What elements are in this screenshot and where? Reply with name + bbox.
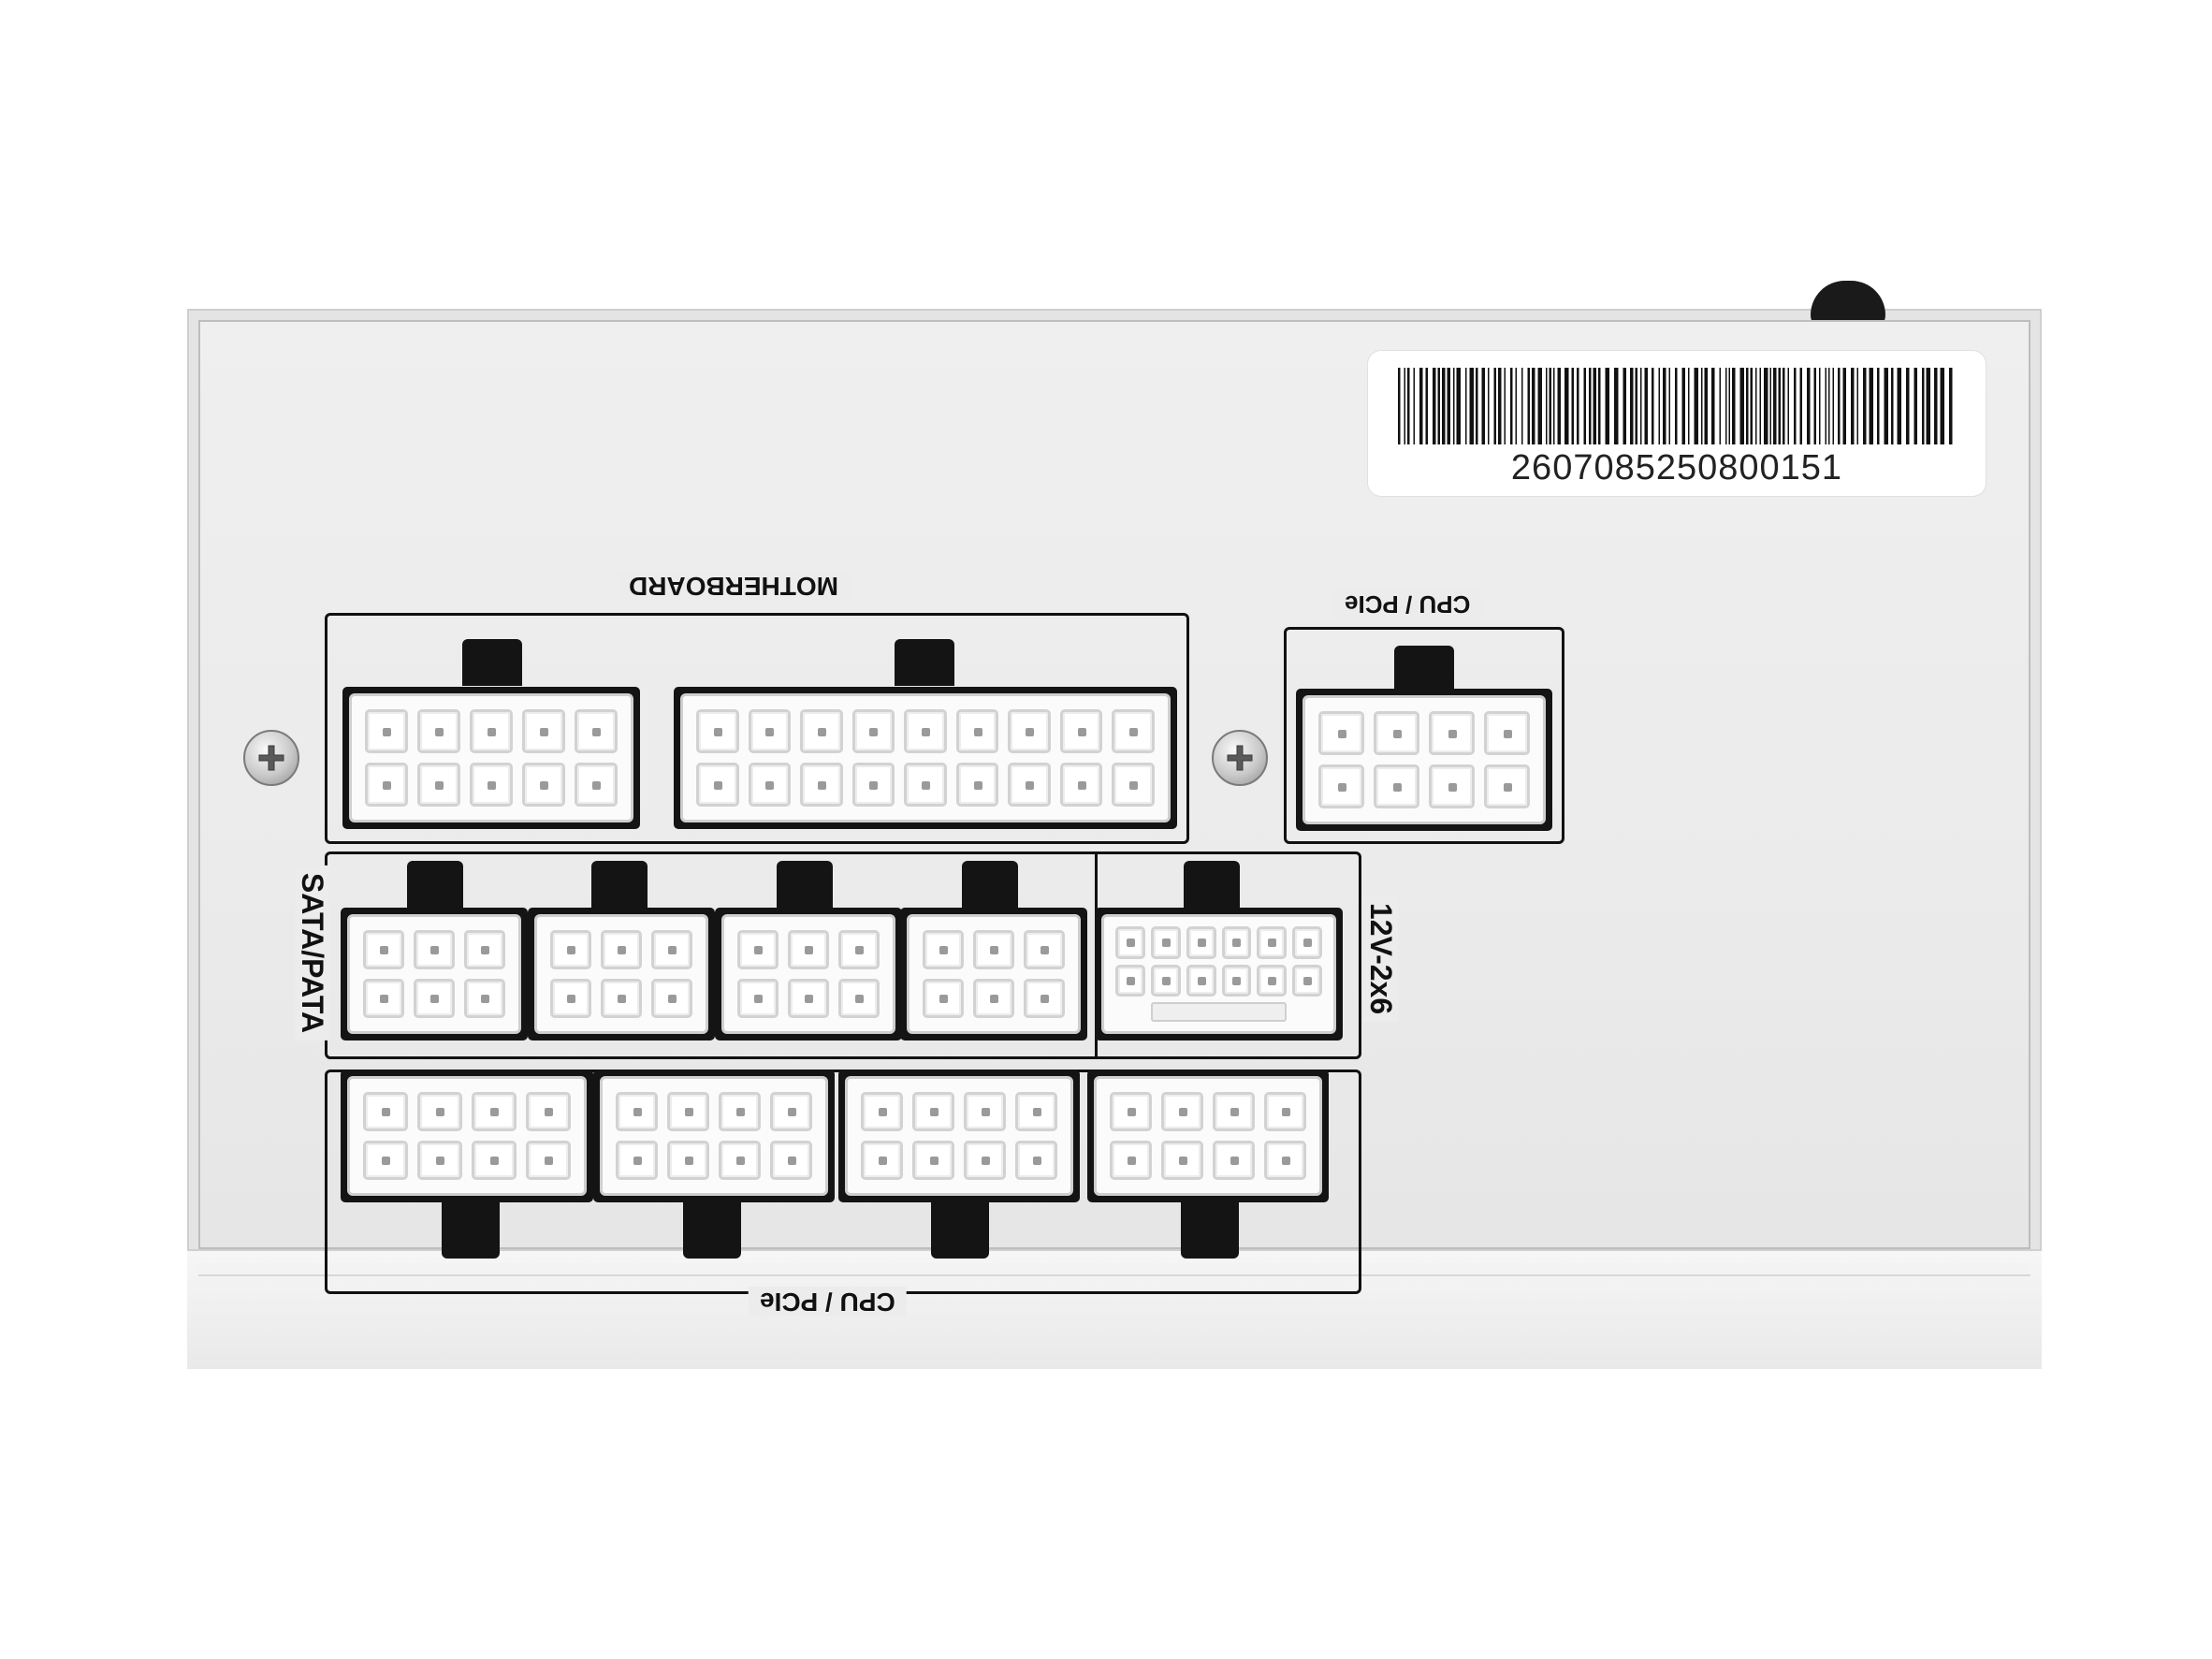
- cpu-pcie-top-label: CPU / PCIe: [1333, 589, 1482, 618]
- motherboard-18pin-connector[interactable]: [680, 693, 1171, 822]
- cpu-pcie-top-group-outline: [1284, 627, 1564, 844]
- serial-label-sticker: 2607085250800151: [1368, 351, 1986, 496]
- sense-pins: [1150, 1002, 1288, 1022]
- sata-pata-connector-4[interactable]: [907, 914, 1081, 1034]
- connector-latch: [407, 861, 463, 908]
- connector-latch: [591, 861, 648, 908]
- cpu-pcie-bottom-connector-1[interactable]: [347, 1076, 587, 1196]
- sata-pata-connector-3[interactable]: [721, 914, 895, 1034]
- connector-latch: [1181, 1202, 1239, 1259]
- motherboard-label: MOTHERBOARD: [618, 571, 850, 601]
- connector-latch: [931, 1202, 989, 1259]
- connector-latch: [895, 639, 954, 686]
- connector-latch: [442, 1202, 500, 1259]
- sata-pata-label: SATA/PATA: [295, 865, 330, 1041]
- 12v-2x6-connector[interactable]: [1101, 914, 1336, 1034]
- cpu-pcie-bottom-connector-2[interactable]: [600, 1076, 828, 1196]
- serial-number: 2607085250800151: [1510, 448, 1843, 488]
- cpu-pcie-bottom-connector-4[interactable]: [1094, 1076, 1322, 1196]
- motherboard-10pin-connector[interactable]: [349, 693, 633, 822]
- sata-pata-connector-2[interactable]: [534, 914, 708, 1034]
- connector-latch: [1184, 861, 1240, 908]
- connector-latch: [777, 861, 833, 908]
- connector-latch: [962, 861, 1018, 908]
- connector-latch: [462, 639, 522, 686]
- phillips-screw-icon: [243, 730, 299, 786]
- psu-step-edge: [198, 1263, 2030, 1276]
- motherboard-group-outline: [325, 613, 1189, 844]
- sata-pata-connector-1[interactable]: [347, 914, 521, 1034]
- connector-latch: [683, 1202, 741, 1259]
- 12v-2x6-label: 12V-2x6: [1363, 895, 1399, 1023]
- cpu-pcie-bottom-connector-3[interactable]: [845, 1076, 1073, 1196]
- cpu-pcie-top-8pin-connector[interactable]: [1302, 695, 1546, 824]
- barcode-icon: [1398, 368, 1953, 444]
- phillips-screw-icon: [1212, 730, 1268, 786]
- cpu-pcie-bottom-label: CPU / PCIe: [749, 1287, 907, 1317]
- connector-latch: [1394, 646, 1454, 689]
